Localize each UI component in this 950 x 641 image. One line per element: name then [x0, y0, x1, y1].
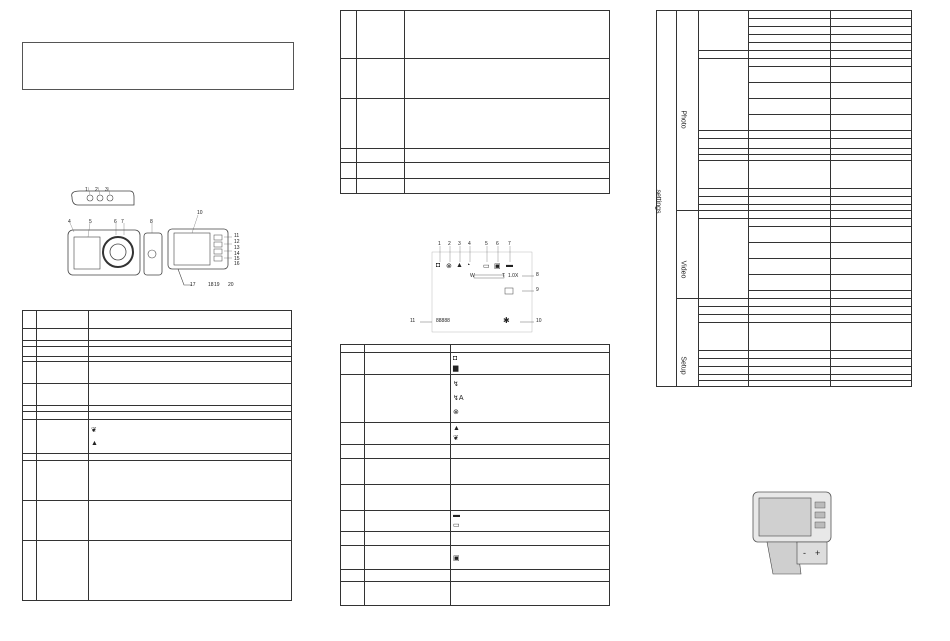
macro-icon: ❦ [453, 434, 459, 442]
diagram-num-19: 19 [214, 282, 220, 288]
diagram-num-7: 7 [121, 219, 124, 225]
lcd-num-11: 11 [410, 318, 416, 324]
battery-full-icon: ▬ [506, 262, 513, 269]
lcd-num-5: 5 [485, 241, 488, 247]
lcd-num-8: 8 [536, 272, 539, 278]
settings-table [656, 10, 912, 387]
parts-table: ❦▲ [22, 310, 292, 601]
diagram-num-15: 15 [234, 256, 240, 262]
diagram-num-2: 2 [95, 187, 98, 193]
function-table [340, 10, 610, 194]
battery-plus: + [815, 548, 820, 558]
battery-insertion-illustration: - + [752, 491, 832, 575]
zoom-t: T [502, 273, 506, 279]
group-video: Video [679, 260, 687, 279]
sd-card-icon: ▣ [453, 554, 460, 562]
diagram-num-8: 8 [150, 219, 153, 225]
lcd-num-6: 6 [496, 241, 499, 247]
stabilizer-icon: ✱ [503, 316, 510, 325]
icon-table: ◘ ▆ ↯ ↯A ⊗ ▲ ❦ ▬ ▭ ▣ [340, 344, 610, 606]
camera-top-view [71, 186, 135, 206]
group-setup: Setup [679, 356, 687, 375]
resolution-icon: ▭ [483, 263, 490, 270]
diagram-num-5: 5 [89, 219, 92, 225]
battery-empty-icon: ▭ [453, 522, 460, 529]
camera-back-view [167, 214, 232, 286]
diagram-num-20: 20 [228, 282, 234, 288]
diagram-num-12: 12 [234, 239, 240, 245]
group-photo: Photo [679, 110, 687, 129]
lcd-num-3: 3 [458, 241, 461, 247]
diagram-num-11: 11 [234, 233, 240, 239]
lcd-diagram [420, 246, 534, 333]
diagram-num-10: 10 [197, 210, 203, 216]
diagram-num-14: 14 [234, 251, 240, 257]
diagram-num-1: 1 [85, 187, 88, 193]
macro-icon: ❦ [91, 426, 97, 434]
battery-minus: - [803, 548, 806, 558]
diagram-num-16: 16 [234, 261, 240, 267]
note-box [22, 42, 294, 90]
timer-icon: ◔ [466, 262, 471, 269]
video-icon: ▆ [453, 364, 459, 372]
diagram-num-4: 4 [68, 219, 71, 225]
lcd-num-2: 2 [448, 241, 451, 247]
flash-off-icon: ⊗ [453, 408, 459, 416]
flash-auto-icon: ↯A [453, 394, 464, 402]
lcd-num-9: 9 [536, 287, 539, 293]
diagram-num-18: 18 [208, 282, 214, 288]
landscape-icon: ▲ [456, 262, 463, 269]
flash-off-icon: ⊗ [446, 263, 452, 270]
landscape-icon: ▲ [91, 439, 98, 447]
diagram-num-3: 3 [105, 187, 108, 193]
battery-full-icon: ▬ [453, 512, 460, 519]
landscape-icon: ▲ [453, 424, 460, 432]
zoom-w: W [470, 273, 475, 279]
lcd-num-7: 7 [508, 241, 511, 247]
camera-front-view [67, 222, 141, 276]
zoom-level: 1.0X [508, 273, 519, 279]
lcd-num-1: 1 [438, 241, 441, 247]
camera-diagram [67, 186, 232, 286]
camera-icon: ◘ [453, 354, 458, 362]
quality-icon: ▣ [494, 263, 501, 270]
camera-side-view [143, 223, 163, 276]
lcd-num-10: 10 [536, 318, 542, 324]
diagram-num-6: 6 [114, 219, 117, 225]
shot-counter: 88888 [436, 318, 450, 324]
lcd-num-4: 4 [468, 241, 471, 247]
flash-icon: ↯ [453, 380, 459, 388]
diagram-num-17: 17 [190, 282, 196, 288]
settings-label: settings [654, 189, 662, 214]
camera-icon: ◘ [436, 262, 441, 269]
diagram-num-13: 13 [234, 245, 240, 251]
